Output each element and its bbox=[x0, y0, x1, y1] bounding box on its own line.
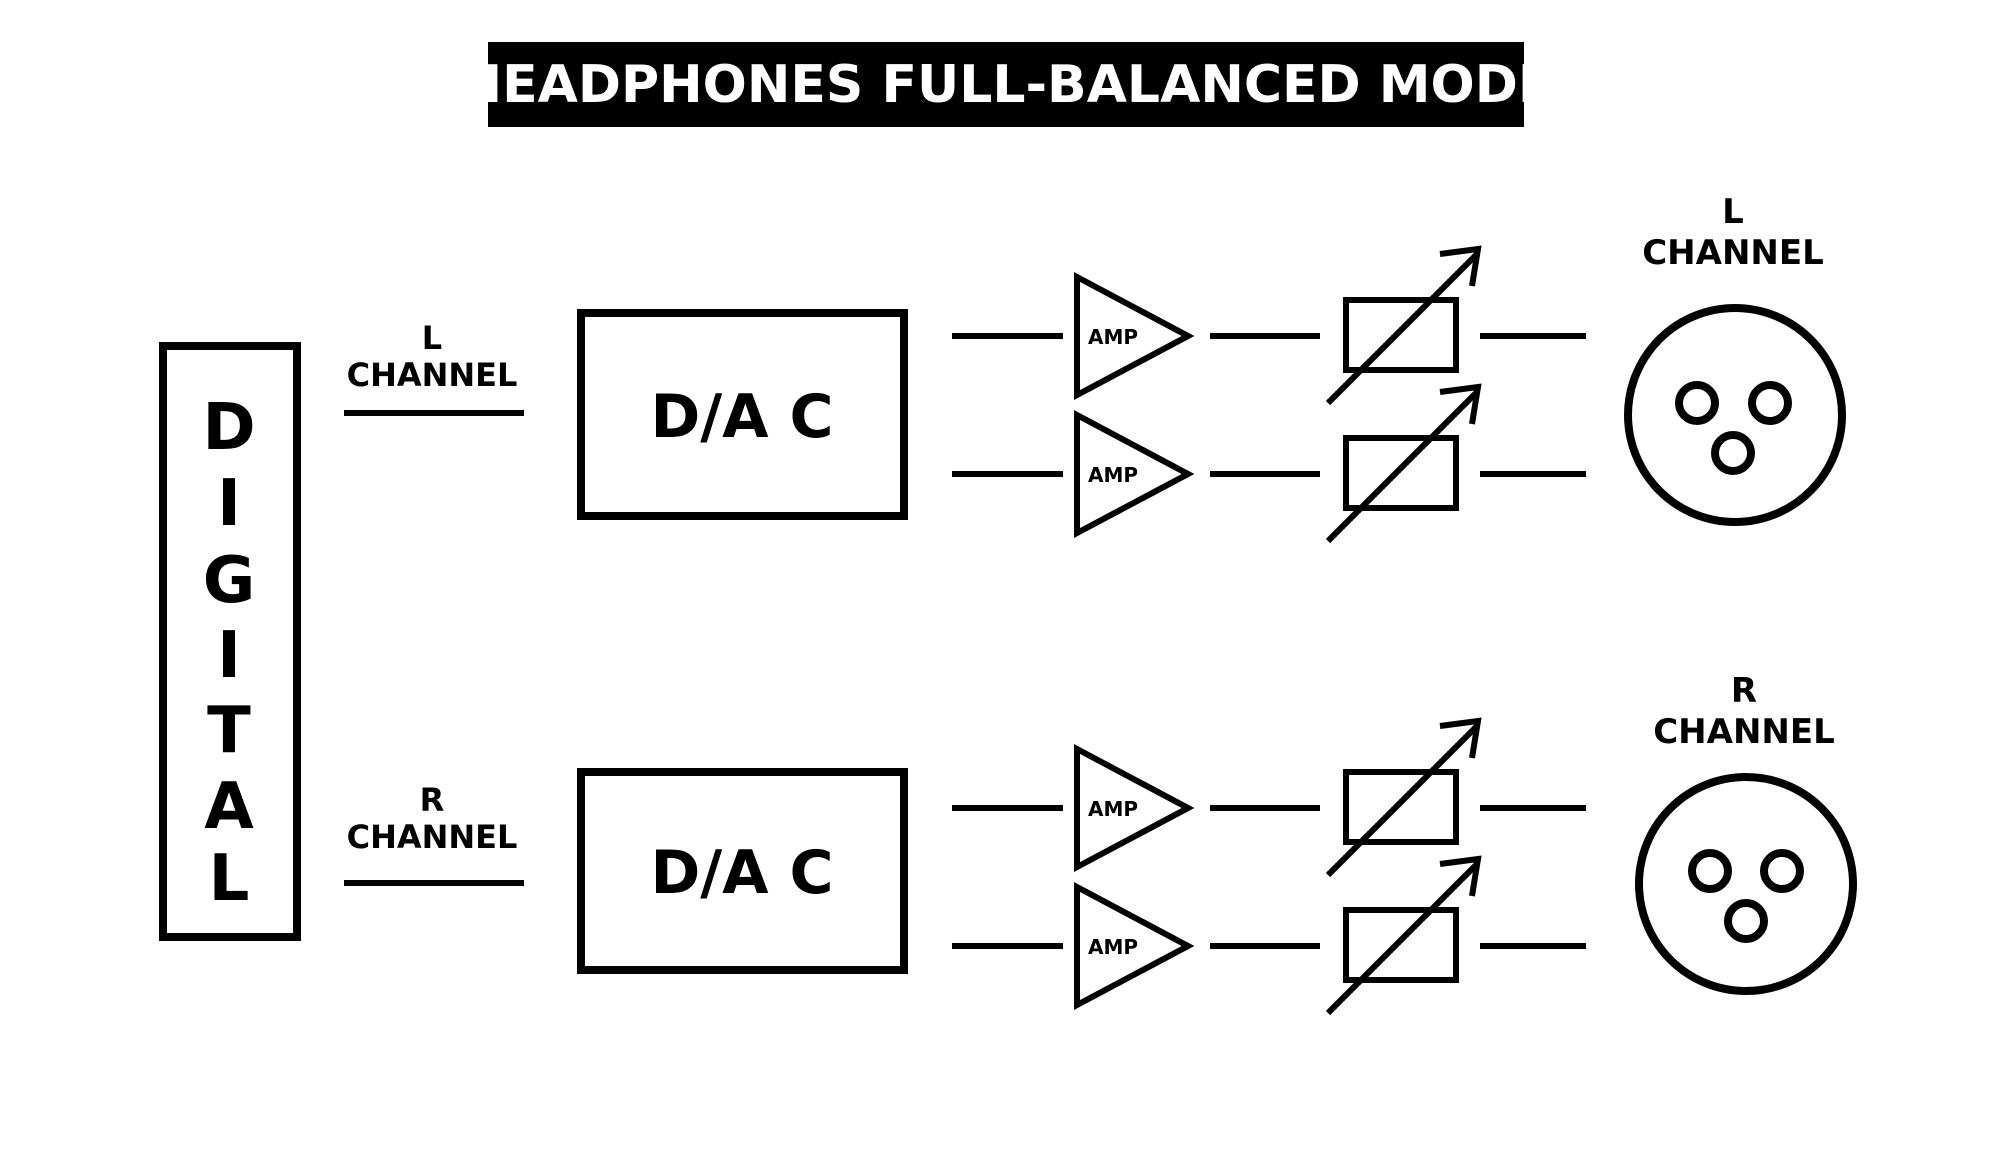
amplifier-icon bbox=[1074, 744, 1195, 872]
variable-resistor-icon bbox=[1325, 855, 1482, 1016]
right-output-label-line2: CHANNEL bbox=[1653, 712, 1835, 752]
digital-letter: L bbox=[209, 842, 250, 916]
variable-resistor-icon bbox=[1325, 245, 1482, 406]
digital-letter: A bbox=[204, 770, 254, 844]
digital-letter: D bbox=[202, 391, 255, 465]
digital-letter: I bbox=[217, 467, 241, 541]
signal-path-row: AMP bbox=[952, 717, 1586, 878]
digital-label: D I G I T A L bbox=[202, 391, 255, 916]
amplifier-icon bbox=[1074, 272, 1195, 400]
signal-path-row: AMP bbox=[952, 855, 1586, 1016]
left-dac-box bbox=[577, 309, 908, 520]
left-output-label-line2: CHANNEL bbox=[1642, 233, 1824, 273]
amplifier-icon bbox=[1074, 410, 1195, 538]
amplifier-icon bbox=[1074, 882, 1195, 1010]
left-output-label: L CHANNEL bbox=[1642, 192, 1824, 273]
amp-label: AMP bbox=[1088, 797, 1138, 821]
digital-letter: I bbox=[217, 619, 241, 693]
signal-path-row: AMP bbox=[952, 383, 1586, 544]
digital-source-box bbox=[159, 342, 301, 941]
amp-label: AMP bbox=[1088, 325, 1138, 349]
amp-label: AMP bbox=[1088, 935, 1138, 959]
right-dac-label: D/A C bbox=[650, 838, 833, 908]
left-input-label-line1: L bbox=[422, 319, 442, 357]
page-title: HEADPHONES FULL-BALANCED MODE bbox=[459, 55, 1554, 115]
left-input-channel: L CHANNEL bbox=[344, 319, 524, 416]
right-input-label-line1: R bbox=[420, 781, 445, 819]
right-input-channel: R CHANNEL bbox=[344, 781, 524, 886]
digital-letter: G bbox=[203, 544, 256, 618]
variable-resistor-icon bbox=[1325, 717, 1482, 878]
title-banner bbox=[488, 42, 1524, 127]
left-input-label-line2: CHANNEL bbox=[347, 356, 518, 394]
right-output-label: R CHANNEL bbox=[1653, 671, 1835, 752]
signal-path-row: AMP bbox=[952, 245, 1586, 406]
right-xlr-connector-icon bbox=[1635, 773, 1857, 995]
left-xlr-connector-icon bbox=[1624, 304, 1846, 526]
right-output-label-line1: R bbox=[1731, 671, 1757, 711]
right-input-label-line2: CHANNEL bbox=[347, 818, 518, 856]
left-dac-label: D/A C bbox=[650, 382, 833, 452]
digital-letter: T bbox=[207, 694, 251, 768]
right-dac-box bbox=[577, 768, 908, 974]
left-output-label-line1: L bbox=[1722, 192, 1744, 232]
amp-label: AMP bbox=[1088, 463, 1138, 487]
variable-resistor-icon bbox=[1325, 383, 1482, 544]
